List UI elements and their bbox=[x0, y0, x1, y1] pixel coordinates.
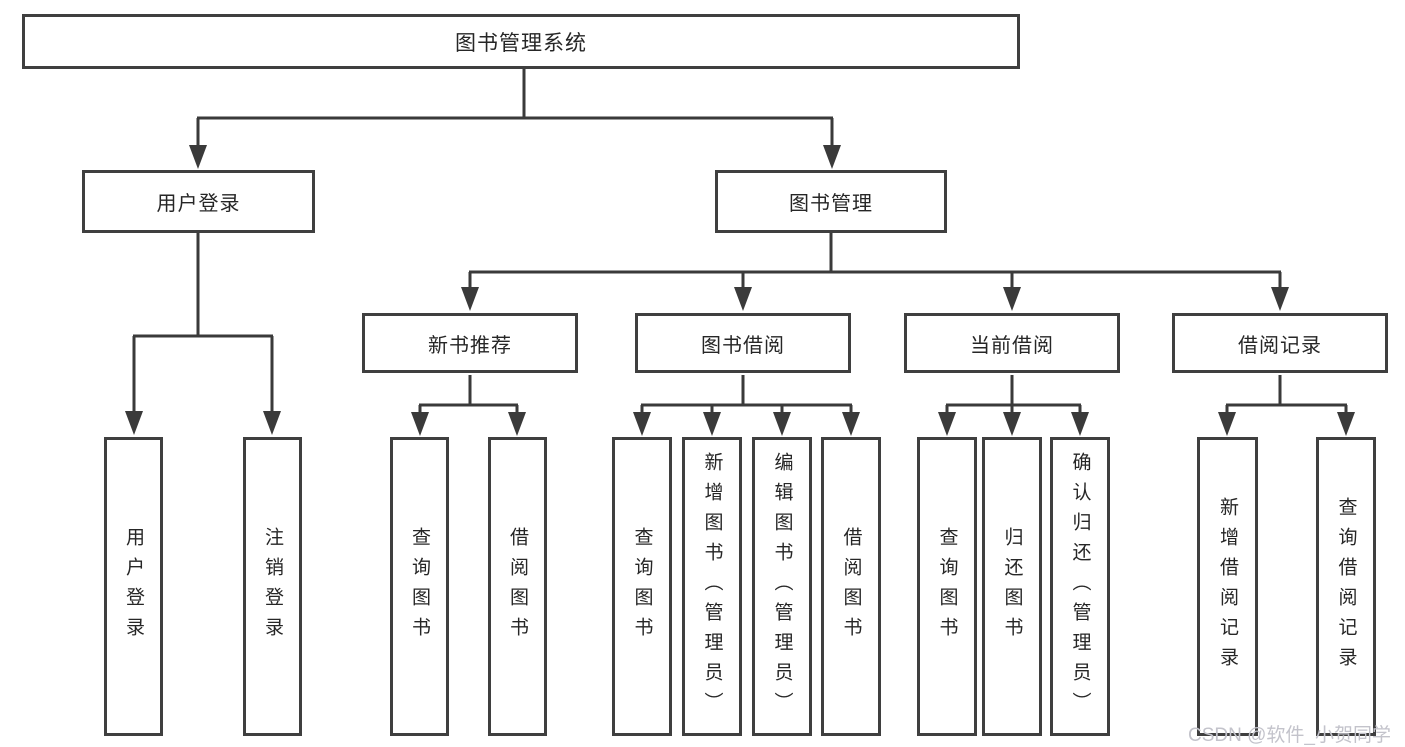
node-current-borrow: 当前借阅 bbox=[904, 313, 1120, 373]
arrowheads bbox=[125, 145, 1355, 436]
leaf-label: 注销登录 bbox=[262, 526, 283, 647]
arrow-down-icon bbox=[823, 145, 841, 169]
arrow-down-icon bbox=[1271, 287, 1289, 311]
node-leaf-edit-book-admin: 编辑图书（管理员） bbox=[752, 437, 812, 736]
edge-bookborrow-to-leaves bbox=[640, 375, 853, 414]
node-leaf-query-book-3: 查询图书 bbox=[917, 437, 977, 736]
node-borrow-record: 借阅记录 bbox=[1172, 313, 1388, 373]
node-leaf-query-borrow-record: 查询借阅记录 bbox=[1316, 437, 1376, 736]
leaf-label: 新增图书（管理员） bbox=[701, 451, 723, 722]
leaf-label: 查询图书 bbox=[936, 526, 958, 647]
leaf-label: 查询图书 bbox=[631, 526, 653, 647]
arrow-down-icon bbox=[773, 412, 791, 436]
leaf-label: 确认归还（管理员） bbox=[1069, 451, 1091, 722]
leaf-label: 查询图书 bbox=[409, 526, 430, 647]
arrow-down-icon bbox=[125, 411, 143, 435]
edge-borrowrecord-to-leaves bbox=[1225, 375, 1348, 414]
edge-root-to-level2 bbox=[196, 69, 834, 146]
node-leaf-logout: 注销登录 bbox=[243, 437, 302, 736]
node-leaf-return-book: 归还图书 bbox=[982, 437, 1042, 736]
arrow-down-icon bbox=[842, 412, 860, 436]
node-leaf-add-book-admin: 新增图书（管理员） bbox=[682, 437, 742, 736]
node-book-borrow: 图书借阅 bbox=[635, 313, 851, 373]
node-leaf-query-book-1: 查询图书 bbox=[390, 437, 449, 736]
leaf-label: 借阅图书 bbox=[840, 526, 862, 647]
arrow-down-icon bbox=[461, 287, 479, 311]
arrow-down-icon bbox=[411, 412, 429, 436]
arrow-down-icon bbox=[263, 411, 281, 435]
arrow-down-icon bbox=[1003, 287, 1021, 311]
edge-bookmgmt-to-level3 bbox=[468, 233, 1282, 290]
node-book-management: 图书管理 bbox=[715, 170, 947, 233]
node-leaf-user-login: 用户登录 bbox=[104, 437, 163, 736]
arrow-down-icon bbox=[1218, 412, 1236, 436]
arrow-down-icon bbox=[1003, 412, 1021, 436]
node-new-book-recommend: 新书推荐 bbox=[362, 313, 578, 373]
node-leaf-query-book-2: 查询图书 bbox=[612, 437, 672, 736]
leaf-label: 用户登录 bbox=[123, 526, 144, 647]
arrow-down-icon bbox=[1071, 412, 1089, 436]
edge-newbookrec-to-leaves bbox=[418, 375, 519, 414]
edge-userlogin-to-leaves bbox=[132, 233, 274, 413]
node-root-system: 图书管理系统 bbox=[22, 14, 1020, 69]
csdn-watermark: CSDN @软件_小贺同学 bbox=[1188, 725, 1391, 746]
arrow-down-icon bbox=[633, 412, 651, 436]
leaf-label: 新增借阅记录 bbox=[1217, 496, 1238, 677]
node-user-login: 用户登录 bbox=[82, 170, 315, 233]
leaf-label: 查询借阅记录 bbox=[1335, 496, 1357, 677]
node-leaf-add-borrow-record: 新增借阅记录 bbox=[1197, 437, 1258, 736]
arrow-down-icon bbox=[508, 412, 526, 436]
leaf-label: 编辑图书（管理员） bbox=[771, 451, 793, 722]
node-leaf-borrow-book-1: 借阅图书 bbox=[488, 437, 547, 736]
leaf-label: 归还图书 bbox=[1001, 526, 1023, 647]
arrow-down-icon bbox=[938, 412, 956, 436]
arrow-down-icon bbox=[1337, 412, 1355, 436]
node-leaf-confirm-return-admin: 确认归还（管理员） bbox=[1050, 437, 1110, 736]
edge-currentborrow-to-leaves bbox=[945, 375, 1082, 414]
arrow-down-icon bbox=[703, 412, 721, 436]
node-leaf-borrow-book-2: 借阅图书 bbox=[821, 437, 881, 736]
arrow-down-icon bbox=[189, 145, 207, 169]
leaf-label: 借阅图书 bbox=[507, 526, 528, 647]
arrow-down-icon bbox=[734, 287, 752, 311]
